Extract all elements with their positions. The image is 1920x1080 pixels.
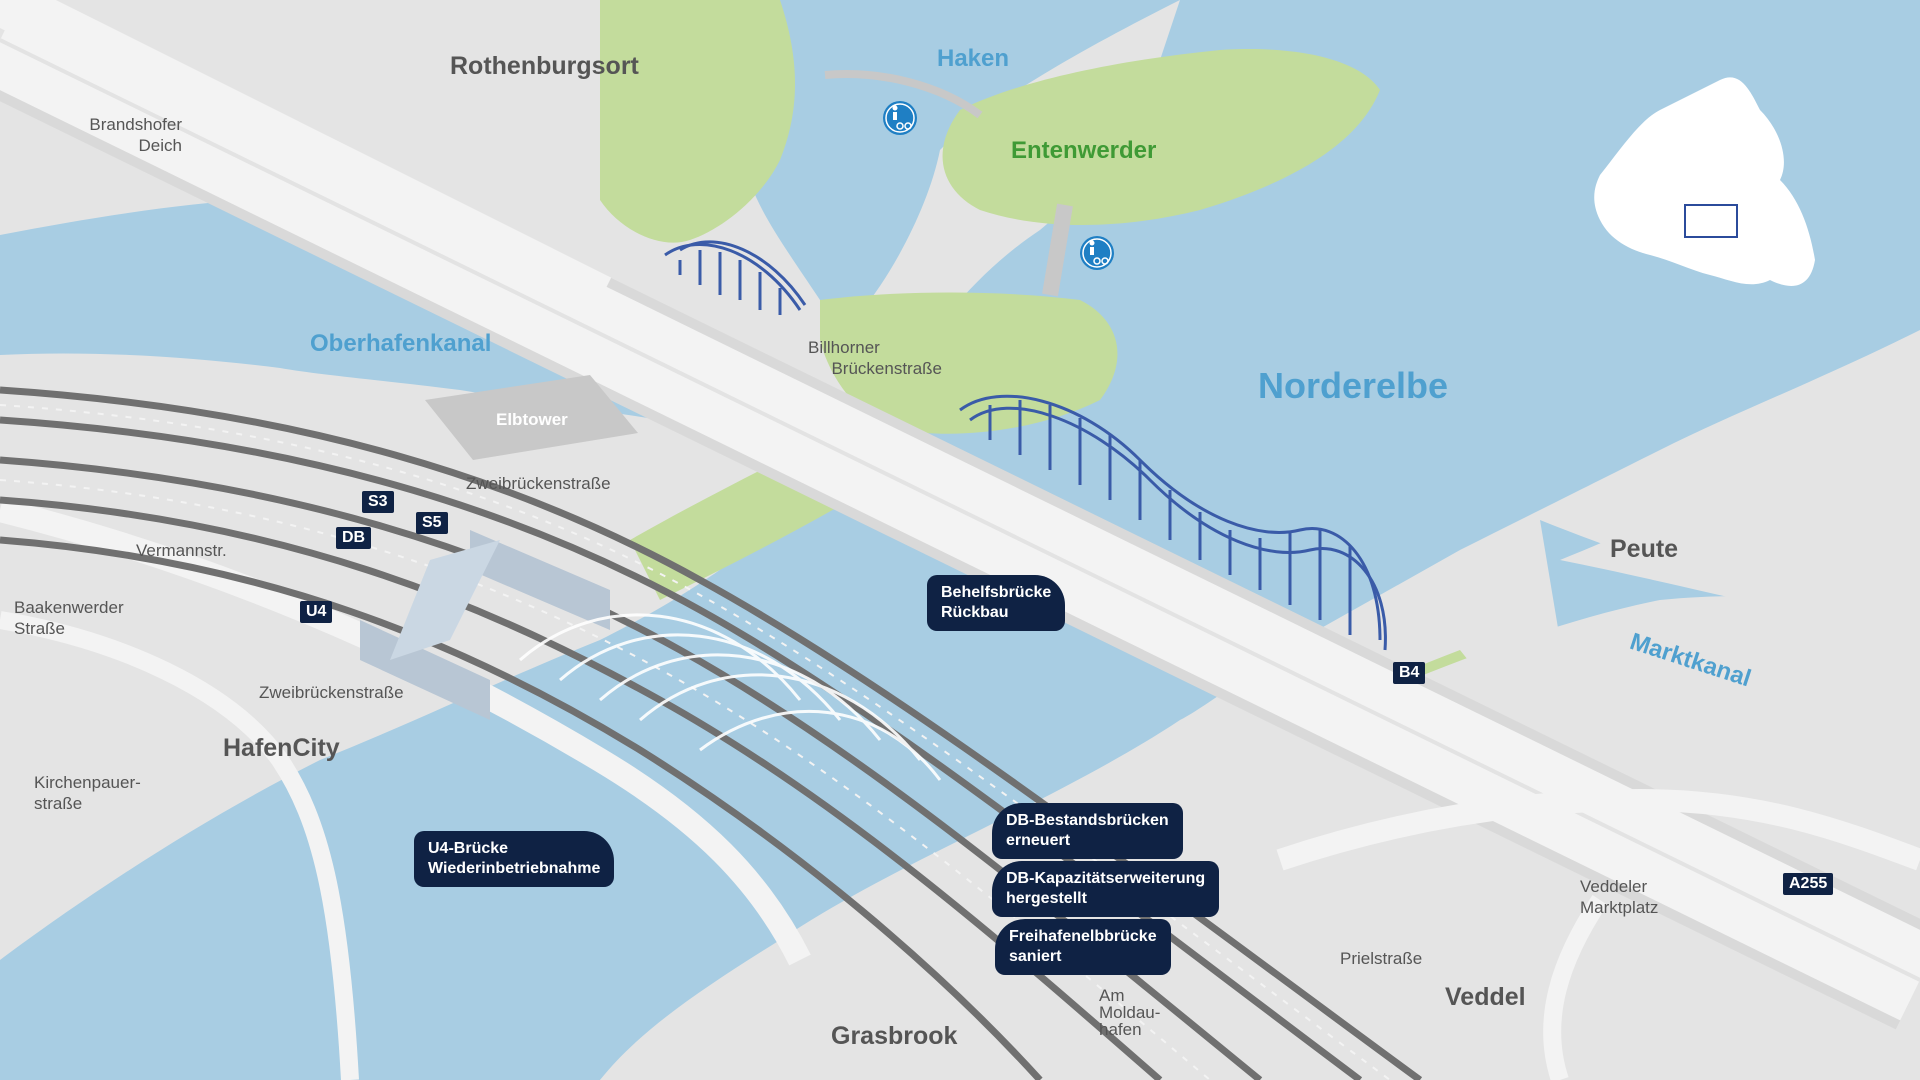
street-baakenwerder-line1: Baakenwerder [14, 598, 124, 617]
street-baakenwerder-line2: Straße [14, 619, 66, 638]
callout-db-kapazitaet-line2: hergestellt [1006, 890, 1087, 907]
callout-freihafen-line1: Freihafenelbbrücke [1009, 928, 1157, 945]
central-park [820, 292, 1118, 434]
street-brandshofer-deich: Brandshofer Deich [80, 114, 182, 156]
street-billhorner: Billhorner Brückenstraße [808, 337, 942, 379]
callout-db-bestand-line2: erneuert [1006, 832, 1071, 849]
road-arch-bridge-north [664, 240, 807, 315]
callout-db-kapazitaet-line1: DB-Kapazitätserweiterung [1006, 870, 1206, 887]
pedestrian-bicycle-icon [1080, 236, 1114, 270]
street-billhorner-line2: Brückenstraße [831, 359, 942, 378]
rail-arch-bridges [519, 613, 942, 781]
callout-freihafenelbbruecke: Freihafenelbbrücke saniert [995, 919, 1171, 975]
street-zweibruecken-south: Zweibrückenstraße [259, 683, 404, 702]
badge-s5: S5 [416, 512, 448, 534]
street-moldau-line2: Moldau- [1099, 1003, 1161, 1022]
water-oberhafenkanal: Oberhafenkanal [310, 330, 492, 357]
street-kirchenpauer-line2: straße [34, 794, 83, 813]
station-buildings [360, 530, 610, 720]
district-peute: Peute [1610, 535, 1679, 563]
callout-u4-bruecke-line2: Wiederinbetriebnahme [428, 860, 601, 877]
elbtower-building [425, 375, 638, 460]
water-norderelbe: Norderelbe [1258, 365, 1449, 406]
badge-a255: A255 [1783, 873, 1834, 895]
callout-db-bestandsbruecken: DB-Bestandsbrücken erneuert [992, 803, 1183, 859]
badge-b4: B4 [1393, 662, 1426, 684]
callout-u4-bruecke: U4-Brücke Wiederinbetriebnahme [414, 831, 615, 887]
street-vermannstr: Vermannstr. [136, 541, 227, 560]
street-zweibruecken-north: Zweibrückenstraße [466, 474, 611, 493]
callout-behelfsbruecke: Behelfsbrücke Rückbau [927, 575, 1066, 631]
water-haken: Haken [937, 45, 1010, 72]
park-entenwerder: Entenwerder [1011, 137, 1157, 164]
building-elbtower: Elbtower [496, 410, 568, 429]
callout-freihafen-line2: saniert [1009, 948, 1062, 965]
badge-u4: U4 [300, 601, 333, 623]
district-veddel: Veddel [1445, 983, 1526, 1011]
entenwerder-park [942, 49, 1380, 226]
callout-behelfsbruecke-line1: Behelfsbrücke [941, 584, 1052, 601]
pedestrian-bridge-haken [824, 70, 983, 119]
street-am-moldauhafen: Am Moldau- hafen [1099, 987, 1160, 1038]
district-rothenburgsort: Rothenburgsort [450, 52, 639, 80]
callout-behelfsbruecke-line2: Rückbau [941, 604, 1009, 621]
district-grasbrook: Grasbrook [831, 1022, 958, 1050]
street-moldau-line3: hafen [1099, 1020, 1142, 1039]
callout-db-kapazitaet: DB-Kapazitätserweiterung hergestellt [992, 861, 1220, 917]
street-kirchenpauer: Kirchenpauer- straße [34, 772, 141, 814]
hamburg-locator-map [1594, 77, 1815, 286]
peute-land [1560, 400, 1920, 640]
badge-db: DB [336, 527, 372, 549]
street-veddeler-line1: Veddeler [1580, 877, 1648, 896]
grasbrook-land [600, 596, 1920, 1080]
north-park [600, 0, 795, 243]
street-billhorner-line1: Billhorner [808, 338, 880, 357]
callout-u4-bruecke-line1: U4-Brücke [428, 840, 509, 857]
street-brandshofer-line1: Brandshofer [89, 115, 182, 134]
street-brandshofer-line2: Deich [138, 136, 182, 155]
pedestrian-bicycle-icon [883, 101, 917, 135]
street-veddeler-marktplatz: Veddeler Marktplatz [1580, 876, 1658, 918]
street-kirchenpauer-line1: Kirchenpauer- [34, 773, 141, 792]
street-veddeler-line2: Marktplatz [1580, 898, 1659, 917]
road-arch-bridge-main [959, 394, 1387, 651]
district-hafencity: HafenCity [223, 734, 340, 762]
badge-s3: S3 [362, 491, 394, 513]
callout-db-bestand-line1: DB-Bestandsbrücken [1006, 812, 1169, 829]
street-prielstrasse: Prielstraße [1340, 949, 1423, 968]
pedestrian-bridge-entenwerder [1042, 203, 1073, 297]
street-moldau-line1: Am [1099, 986, 1125, 1005]
street-baakenwerder: Baakenwerder Straße [14, 597, 124, 639]
